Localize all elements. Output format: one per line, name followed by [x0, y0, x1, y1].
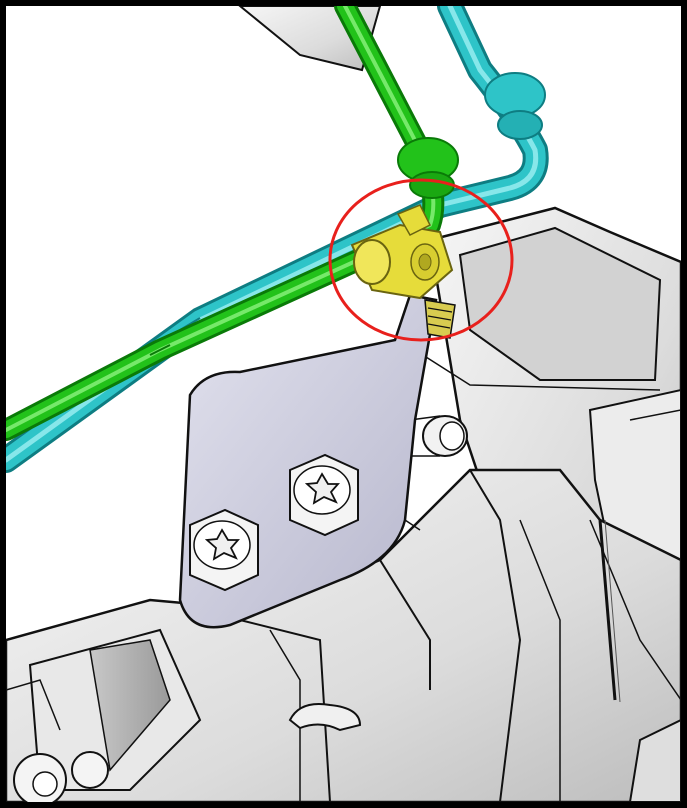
highlight-circle	[328, 178, 514, 342]
torx-bolt-icon	[204, 528, 240, 561]
torx-bolt-icon	[304, 472, 340, 505]
pipe-clip	[350, 204, 454, 300]
torx-bolt-left	[189, 508, 259, 592]
cyan-pipe	[6, 6, 549, 473]
threaded-stud	[424, 299, 456, 339]
torx-bolt-right	[289, 453, 359, 537]
assembly-drawing	[6, 6, 681, 802]
